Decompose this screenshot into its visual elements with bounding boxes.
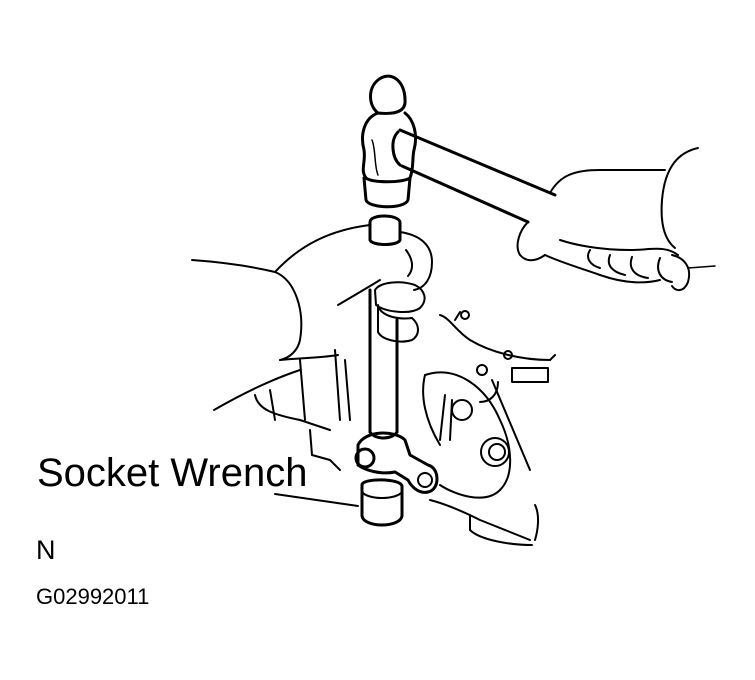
figure-code: G02992011 xyxy=(36,584,150,609)
left-hand xyxy=(191,214,433,411)
hammer xyxy=(361,74,557,224)
callout-leader xyxy=(274,493,359,507)
socket-wrench xyxy=(354,431,439,527)
right-hand xyxy=(516,147,716,292)
engine-housing xyxy=(254,310,556,546)
view-marker: N xyxy=(36,535,56,565)
socket-wrench-label: Socket Wrench xyxy=(37,451,308,495)
